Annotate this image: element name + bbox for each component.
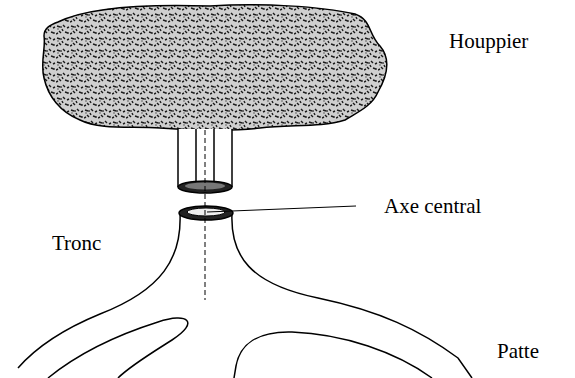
leader-line (207, 206, 356, 212)
stump-and-roots (18, 206, 472, 378)
trunk-label: Tronc (52, 232, 101, 255)
root-label: Patte (497, 340, 539, 363)
crown-label: Houppier (449, 30, 528, 53)
axis-label: Axe central (384, 195, 481, 218)
central-axis (205, 130, 206, 300)
crown (43, 5, 387, 130)
